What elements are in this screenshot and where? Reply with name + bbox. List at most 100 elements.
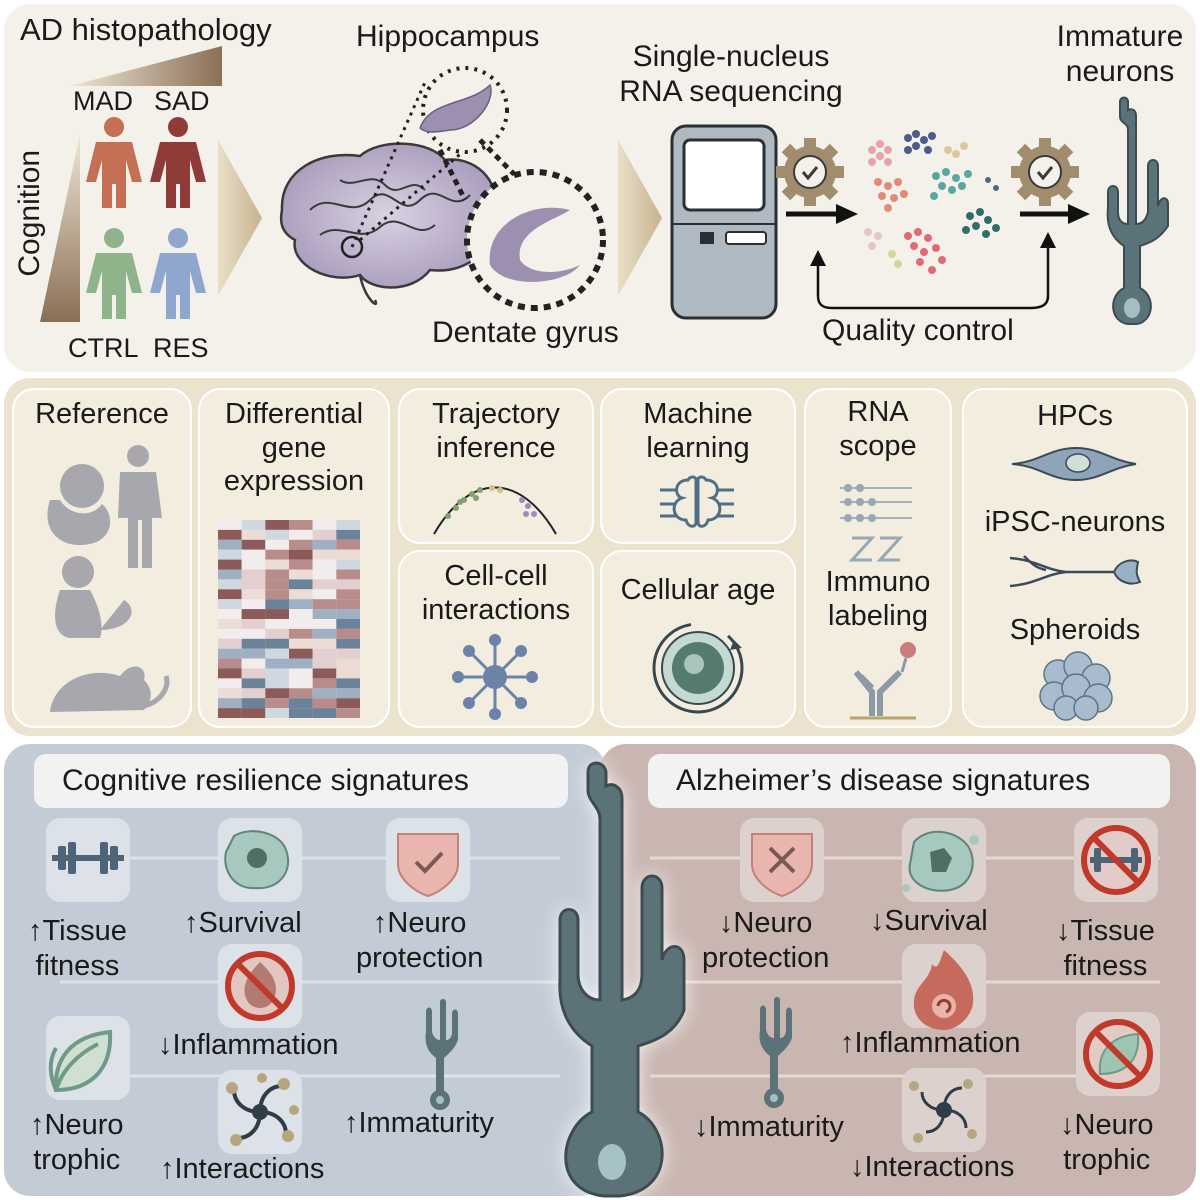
group-label-sad: SAD (154, 86, 210, 116)
histopathology-gradient-wedge (40, 46, 662, 322)
card-trajectory-inference: Trajectory inference (398, 388, 594, 544)
leaf-icon (48, 1029, 113, 1093)
ml-label-line2: learning (646, 431, 750, 464)
ad-histopathology-label: AD histopathology (20, 12, 272, 47)
heatmap-cell (218, 628, 242, 639)
heatmap-cell (312, 628, 337, 639)
res-neurotrophic-line1: ↑Neuro (30, 1109, 124, 1141)
no-exercise-icon (1081, 825, 1151, 895)
ipsc-neuron-icon (1009, 555, 1142, 588)
heatmap-cell (241, 678, 266, 689)
ml-label-line1: Machine (643, 398, 753, 430)
heatmap-cell (218, 559, 242, 570)
interactions-swirl-icon (226, 1073, 299, 1146)
heatmap-cell (289, 539, 313, 550)
rnascope-probe-icon (840, 484, 912, 562)
heatmap-cell (218, 569, 242, 580)
heatmap-cell (289, 569, 313, 580)
network-hub-icon (452, 634, 538, 720)
heatmap-cell (312, 520, 337, 530)
heatmap-cell (336, 668, 360, 679)
heatmap-cell (218, 658, 242, 669)
immuno-label-line1: Immuno (825, 566, 931, 598)
immature-neurons-label: Immature neurons (1040, 20, 1200, 89)
heatmap-cell (265, 529, 289, 540)
heatmap-cell (289, 579, 313, 590)
heatmap-cell (241, 529, 266, 540)
heatmap-cell (218, 678, 242, 689)
res-neurotrophic-line2: trophic (33, 1144, 121, 1177)
heatmap-cell (312, 638, 337, 649)
heatmap-cell (289, 589, 313, 600)
ipsc-neurons-label: iPSC-neurons (984, 506, 1166, 538)
heatmap-cell (312, 658, 337, 669)
flow-arrow-1 (218, 140, 262, 296)
heatmap-cell (289, 609, 313, 619)
person-icon-ctrl (86, 228, 142, 319)
immature-neurons-line1: Immature (1056, 20, 1184, 53)
immature-neurons-line2: neurons (1065, 54, 1175, 88)
ad-tissue-fitness-line2: fitness (1063, 950, 1148, 983)
group-label-mad: MAD (73, 86, 133, 116)
heatmap-cell (265, 648, 289, 659)
heatmap-cell (336, 549, 360, 560)
heatmap-cell (312, 539, 337, 550)
heatmap-cell (265, 678, 289, 689)
heatmap-cell (241, 688, 266, 699)
heatmap-cell (265, 549, 289, 560)
heatmap-cell (241, 589, 266, 600)
ad-tissue-fitness-label: ↓Tissue fitness (1056, 914, 1155, 985)
res-survival-label: ↑Survival (184, 907, 302, 939)
human-icon (118, 445, 162, 568)
heatmap-cell (289, 549, 313, 560)
heatmap-cell (241, 638, 266, 649)
heatmap-cell (289, 668, 313, 679)
heatmap-cell (218, 688, 242, 699)
heatmap-cell (336, 599, 360, 610)
ad-interactions-label: ↓Interactions (850, 1151, 1015, 1183)
heatmap-cell (265, 698, 289, 709)
shield-x-icon (751, 833, 813, 898)
heatmap-cell (218, 668, 242, 679)
heatmap-cell (265, 628, 289, 639)
heatmap-cell (336, 589, 360, 600)
qc-pipeline (776, 138, 1090, 310)
immuno-label-line2: labeling (828, 599, 928, 632)
mouse-icon (50, 666, 170, 712)
immature-neuron-small-icon (1106, 96, 1169, 325)
cellcell-label-line1: Cell-cell (444, 560, 548, 592)
heatmap-cell (312, 579, 337, 590)
ad-neurotrophic-label: ↓Neuro trophic (1060, 1108, 1154, 1179)
heatmap-cell (265, 688, 289, 699)
heatmap-cell (265, 520, 289, 530)
res-tissue-fitness-line2: fitness (35, 950, 120, 983)
heatmap-cell (241, 648, 266, 659)
trajectory-curve-icon (433, 485, 557, 535)
heatmap-cell (241, 698, 266, 709)
heatmap-cell (312, 668, 337, 679)
card-reference: Reference (12, 388, 192, 728)
heatmap-cell (218, 599, 242, 610)
heatmap-cell (312, 619, 337, 629)
rnascope-label-line1: RNA (847, 396, 909, 428)
heatmap-cell (312, 569, 337, 580)
heatmap-cell (265, 599, 289, 610)
group-label-ctrl: CTRL (68, 333, 139, 363)
heatmap-cell (218, 638, 242, 649)
fetus-icon (47, 464, 111, 546)
group-label-res: RES (153, 333, 209, 363)
heatmap-cell (289, 638, 313, 649)
heatmap-cell (289, 559, 313, 570)
sequencer-machine-icon (670, 124, 778, 320)
flow-arrow-2 (618, 140, 662, 296)
heatmap-cell (265, 708, 289, 718)
neural-chip-icon (660, 475, 734, 528)
heatmap-cell (241, 539, 266, 550)
heatmap-cell (312, 599, 337, 610)
heatmap-cell (289, 708, 313, 718)
heatmap-cell (289, 648, 313, 659)
heatmap-cell (336, 678, 360, 689)
person-icon-mad (86, 117, 142, 208)
cellular-age-label: Cellular age (620, 574, 776, 606)
